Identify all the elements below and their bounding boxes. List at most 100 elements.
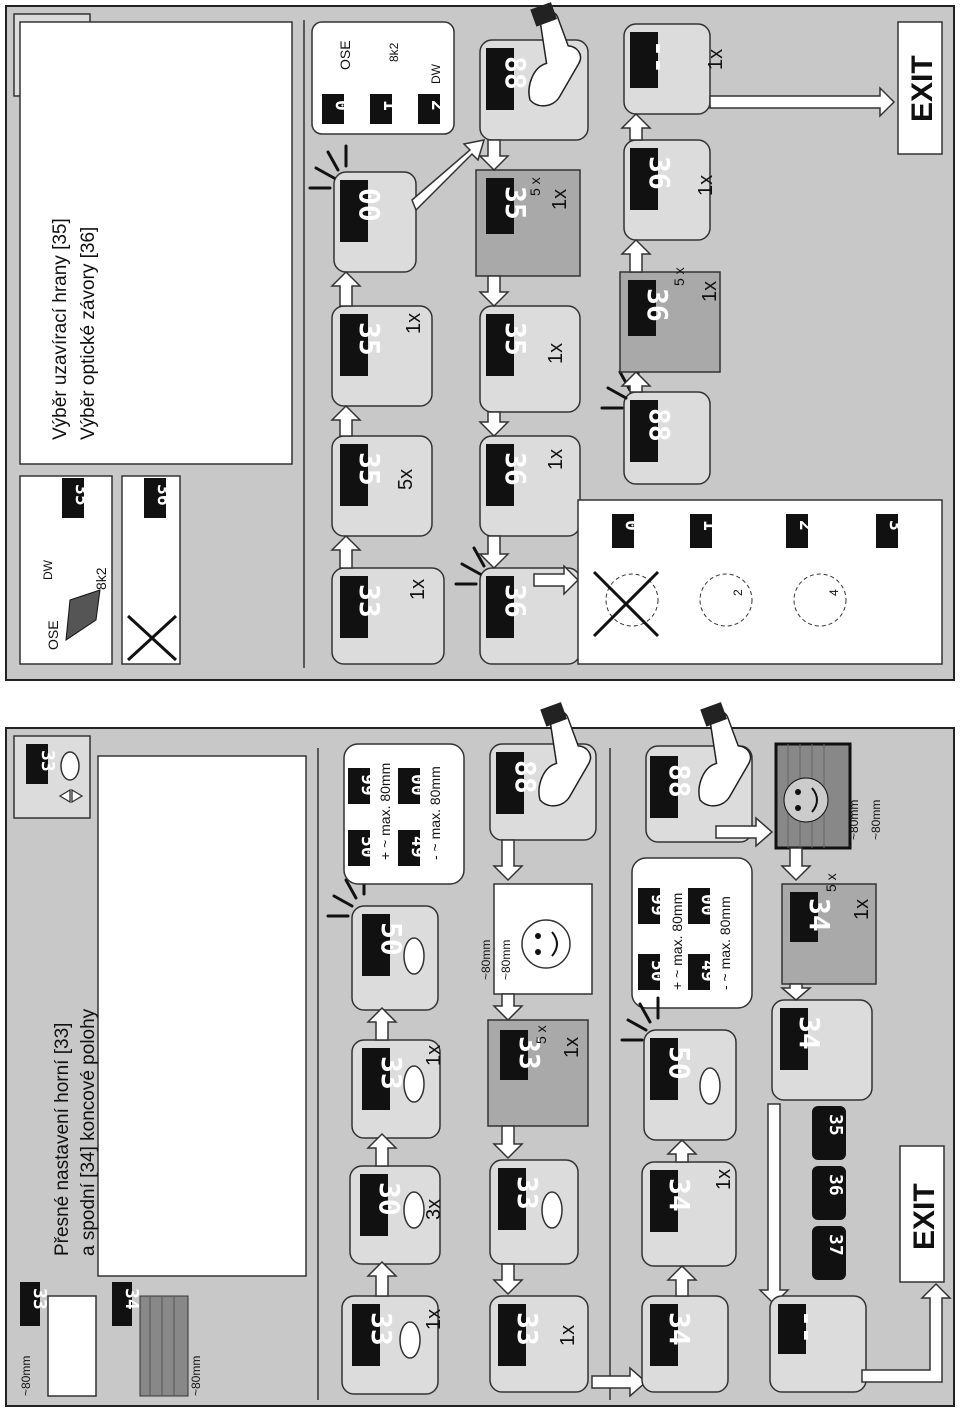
beam-code: 2	[795, 520, 816, 531]
legend-ose: OSE	[45, 620, 61, 650]
times-5: 5 x	[823, 873, 839, 892]
step-code: 34	[803, 898, 836, 932]
panel-b: 33 Výběr uzavírací hrany [35] Výběr opti…	[5, 0, 955, 681]
panel-b-row3: 88 36 5 x 1x 36 1x -- 1x	[600, 23, 896, 485]
panel-b-title-line1: Výběr uzavírací hrany [35]	[50, 218, 71, 440]
press-count: 5x	[395, 469, 417, 490]
step-code: 33	[353, 584, 386, 618]
step-code: 33	[375, 1056, 408, 1090]
option-code: 1	[379, 100, 400, 111]
callout-plus: + ~ max. 80mm	[669, 893, 685, 990]
panel-a-corner-code: 33	[37, 750, 58, 772]
press-count: 1x	[423, 1045, 445, 1066]
step-code: 36	[641, 288, 674, 322]
legend-code-34: 34	[121, 1288, 142, 1310]
press-count: 1x	[561, 1037, 583, 1058]
callout-code: 49	[407, 836, 428, 858]
times-5: 5 x	[527, 177, 543, 196]
step-code: 33	[511, 1312, 544, 1346]
legend-dw: DW	[41, 559, 55, 580]
legend-dim-1: ~80mm	[19, 1356, 33, 1396]
step-code: 36	[643, 156, 676, 190]
beam-number: 4	[827, 589, 841, 596]
exit-label: EXIT	[906, 55, 939, 122]
legend-code-33: 33	[29, 1288, 50, 1310]
press-count: 1x	[695, 175, 717, 196]
panel-a-row4: ~80mm ~80mm 34 5 x 1x 34 35 36 37 --	[715, 742, 952, 1393]
step-code: 88	[643, 408, 676, 442]
panel-b-row2: 88 35 5 x 1x 35 1x 36 1x 36	[454, 0, 600, 665]
step-code: 37	[825, 1234, 846, 1256]
press-count: 1x	[713, 1169, 735, 1190]
step-code: 33	[511, 1176, 544, 1210]
step-code: 50	[375, 922, 408, 956]
press-count: 1x	[403, 313, 425, 334]
press-count: 1x	[545, 343, 567, 364]
panel-b-legend: 35 OSE DW 8k2 36	[19, 475, 181, 665]
times-5: 5 x	[671, 267, 687, 286]
step-code: 30	[373, 1182, 406, 1216]
step-code: 34	[663, 1178, 696, 1212]
panel-b-exit: EXIT	[897, 21, 943, 155]
press-count: 1x	[705, 49, 727, 70]
callout-code: 49	[697, 960, 718, 982]
callout-plus: + ~ max. 80mm	[377, 763, 393, 860]
step-code: 34	[793, 1016, 826, 1050]
option-code: 0	[331, 100, 352, 111]
exit-box	[899, 1145, 945, 1283]
dim-label: ~80mm	[479, 940, 493, 980]
legend-dim-2: ~80mm	[189, 1356, 203, 1396]
callout-minus: - ~ max. 80mm	[717, 896, 733, 990]
callout-minus: - ~ max. 80mm	[427, 766, 443, 860]
option-code: 2	[427, 100, 448, 111]
step-code: 36	[499, 584, 532, 618]
beam-code: 0	[621, 520, 642, 531]
callout-code: 00	[407, 774, 428, 796]
press-count: 1x	[851, 899, 873, 920]
dim-label: ~80mm	[847, 800, 861, 840]
press-count: 1x	[699, 281, 721, 302]
legend-code-35: 35	[71, 484, 92, 506]
callout-code: 99	[357, 774, 378, 796]
legend-8k2: 8k2	[93, 567, 109, 590]
legend-code-36: 36	[153, 484, 174, 506]
option-ose: OSE	[337, 40, 353, 70]
dim-label: ~80mm	[869, 800, 883, 840]
panel-b-row1: 33 1x 35 5x 35 1x 00 0 1 2	[308, 21, 486, 665]
step-code: 36	[825, 1174, 846, 1196]
beam-code: 1	[699, 520, 720, 531]
panel-b-title-box: Výběr uzavírací hrany [35] Výběr optické…	[19, 21, 293, 465]
callout-code: 99	[647, 894, 668, 916]
step-code: 34	[663, 1312, 696, 1346]
step-code: --	[643, 40, 676, 74]
callout-code: 00	[697, 894, 718, 916]
step-code: 33	[365, 1312, 398, 1346]
step-code: 35	[353, 452, 386, 486]
beam-code: 3	[885, 520, 906, 531]
panel-b-beam-options: 0 1 2 3 2 4	[577, 499, 943, 665]
beam-number: 2	[731, 589, 745, 596]
panel-a-corner-box: 33	[13, 735, 91, 819]
panel-a-title-line2: a spodní [34] koncové polohy	[78, 1008, 99, 1256]
step-code: 35	[499, 322, 532, 356]
callout-bubble	[343, 743, 465, 885]
option-8k2: 8k2	[387, 42, 401, 62]
step-code: 50	[663, 1046, 696, 1080]
step-code: 88	[509, 760, 542, 794]
step-code: 35	[825, 1114, 846, 1136]
panel-a: 33 Přesné nastavení horní [33] a spodní …	[5, 694, 955, 1407]
panel-a-row1: 33 1x 30 3x 33 1x 50 50 99 49	[326, 743, 465, 1395]
panel-a-legend: 33 34 ~80mm ~80mm	[19, 1282, 203, 1397]
times-5: 5 x	[533, 1025, 549, 1044]
callout-code: 50	[357, 836, 378, 858]
press-count: 1x	[549, 189, 571, 210]
step-code: --	[791, 1310, 824, 1344]
panel-a-row2: 88 ~80mm ~80mm 33 5 x 1x 33 33 1x	[479, 694, 648, 1398]
step-code: 00	[353, 188, 386, 222]
panel-a-title-line1: Přesné nastavení horní [33]	[52, 1023, 73, 1256]
option-dw: DW	[429, 63, 443, 84]
exit-label: EXIT	[908, 1183, 941, 1250]
press-count: 1x	[423, 1309, 445, 1330]
step-code: 88	[663, 764, 696, 798]
